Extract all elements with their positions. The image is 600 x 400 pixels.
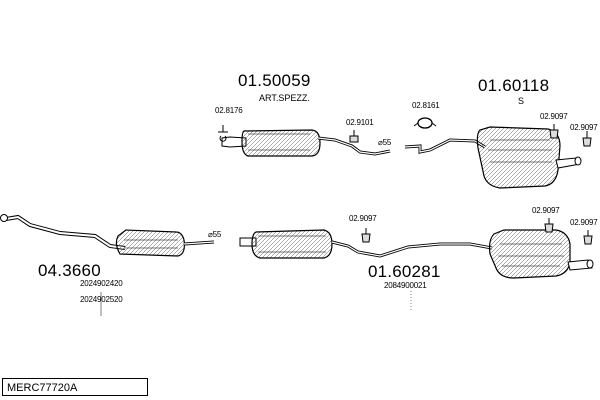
- part-note-s: S: [518, 96, 525, 106]
- fitting-label: 02.9101: [346, 118, 374, 127]
- ref-number: 2084900021: [384, 281, 427, 290]
- hanger-02-9101: [349, 130, 359, 143]
- diagram-title: MERC77720A: [7, 382, 78, 394]
- rear-silencer-lower: [488, 229, 594, 279]
- hanger-lower-mid: [361, 228, 371, 243]
- hanger-lower-rear-2: [583, 230, 593, 245]
- pipe-diameter-label: ⌀55: [378, 138, 392, 147]
- part-number-01-60118: 01.60118: [478, 76, 550, 95]
- fitting-label: 02.9097: [570, 218, 598, 227]
- front-pipe-lower: [0, 214, 215, 257]
- ref-number: 2024902520: [80, 295, 123, 304]
- fitting-label: 02.9097: [570, 123, 598, 132]
- clamp-02-8161: [413, 117, 437, 129]
- front-silencer-upper: [221, 129, 391, 157]
- hanger-02-8176: [218, 125, 228, 142]
- fitting-label: 02.9097: [532, 206, 560, 215]
- part-number-01-60281: 01.60281: [368, 262, 441, 281]
- diagram-title-box: MERC77720A: [2, 378, 148, 396]
- part-note-art-spezz: ART.SPEZZ.: [259, 93, 310, 103]
- rear-silencer-upper: [404, 126, 582, 189]
- hanger-upper-rear-1: [549, 124, 559, 139]
- part-number-01-50059: 01.50059: [238, 71, 311, 90]
- fitting-label: 02.8161: [412, 101, 440, 110]
- hanger-upper-rear-2: [582, 131, 592, 147]
- ref-number: 2024902420: [80, 279, 123, 288]
- fitting-label: 02.9097: [540, 112, 568, 121]
- hanger-lower-rear-1: [544, 218, 554, 233]
- fitting-label: 02.8176: [215, 106, 243, 115]
- middle-silencer-lower: [239, 229, 493, 259]
- leader-lines: [100, 291, 412, 316]
- part-number-04-3660: 04.3660: [38, 261, 101, 280]
- fitting-label: 02.9097: [349, 214, 377, 223]
- pipe-diameter-label: ⌀55: [208, 230, 222, 239]
